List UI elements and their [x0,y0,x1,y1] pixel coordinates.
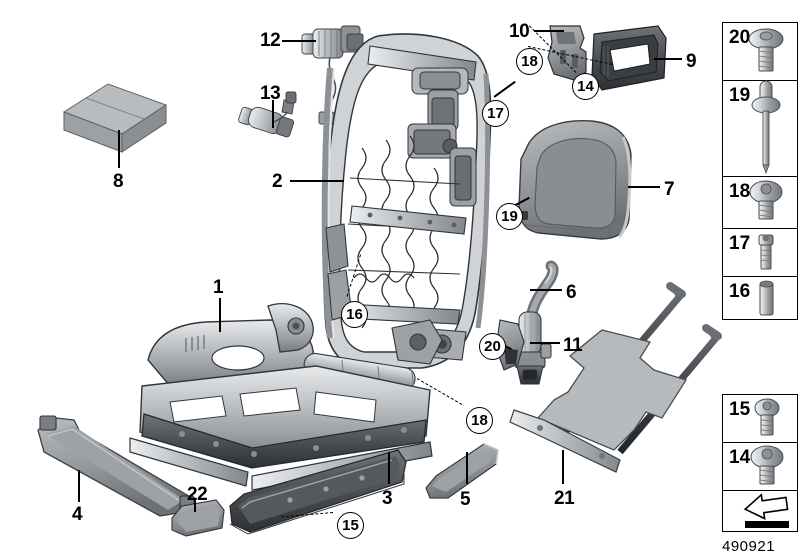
part-10-mounting-bracket [540,22,610,94]
threaded-sleeve-icon [743,277,789,321]
part-6-flexible-hose [513,260,561,324]
legend-number-19: 19 [729,85,751,106]
direction-arrow-icon [729,491,791,533]
callout-3: 3 [382,488,393,509]
socket-cap-screw-icon [743,229,789,276]
part-5-rail-end-trim [424,442,504,504]
rivet-pin-icon [743,80,789,176]
legend-cell-15: 15 [723,395,797,443]
legend-number-20: 20 [729,27,751,48]
callout-12: 12 [260,30,281,51]
leader-5 [466,452,468,484]
callout-circle-15: 15 [337,512,364,539]
leader-2 [290,180,344,182]
legend-number-17: 17 [729,233,751,254]
legend-cell-19: 19 [723,80,797,177]
legend-cell-20: 20 [723,23,797,81]
callout-6: 6 [566,282,577,303]
part-13-drive-motor-small [238,90,308,152]
legend-number-15: 15 [729,399,751,420]
legend-number-16: 16 [729,281,751,302]
legend-cell-14: 14 [723,443,797,491]
callout-circle-17: 17 [482,100,509,127]
callout-circle-16: 16 [341,301,368,328]
legend-cell-18: 18 [723,177,797,229]
fastener-legend-top: 20 19 [722,22,798,320]
part-9-trim-frame-bezel [586,24,672,98]
callout-4: 4 [72,504,83,525]
leader-3 [388,452,390,484]
leader-13 [272,100,274,128]
callout-8: 8 [113,171,124,192]
leader-4 [78,470,80,502]
leader-1 [219,298,221,332]
button-head-screw-icon [743,395,789,442]
legend-number-18: 18 [729,181,751,202]
leader-11 [530,342,560,344]
legend-cell-17: 17 [723,229,797,277]
part-22-end-cap [168,498,228,542]
leader-12 [282,40,316,42]
leader-7 [628,186,660,188]
button-head-screw-icon [743,23,789,80]
callout-circle-20: 20 [479,333,506,360]
leader-10 [534,30,564,32]
callout-circle-18b: 18 [466,407,493,434]
legend-cell-16: 16 [723,277,797,321]
torx-pan-screw-icon [743,177,789,228]
leader-9 [654,58,682,60]
part-21-base-plate-with-rods [508,282,722,484]
part-8-foam-pad-block [60,72,170,157]
callout-21: 21 [554,488,575,509]
callout-11: 11 [563,335,583,356]
leader-6 [530,289,562,291]
part-7-backrest-rear-panel [505,115,645,245]
callout-10: 10 [509,21,530,42]
diagram-part-number: 490921 [722,538,776,555]
callout-13: 13 [260,83,281,104]
callout-1: 1 [213,277,224,298]
callout-circle-19: 19 [496,203,523,230]
legend-number-14: 14 [729,447,751,468]
torx-pan-screw-icon [743,443,789,490]
legend-cell-direction [723,491,797,533]
leader-22 [194,498,196,512]
leader-8 [118,130,120,168]
fastener-legend-bottom: 15 14 [722,394,798,532]
part-3-seat-rail-cover [228,448,408,548]
callout-circle-14: 14 [572,73,599,100]
callout-22: 22 [187,484,208,505]
leader-21 [562,450,564,484]
part-20-attach-bracket [494,318,530,376]
part-1-seat-frame-assembly [129,290,450,500]
callout-9: 9 [686,51,697,72]
callout-circle-18a: 18 [516,48,543,75]
callout-7: 7 [664,179,675,200]
callout-2: 2 [272,171,283,192]
callout-5: 5 [460,489,471,510]
